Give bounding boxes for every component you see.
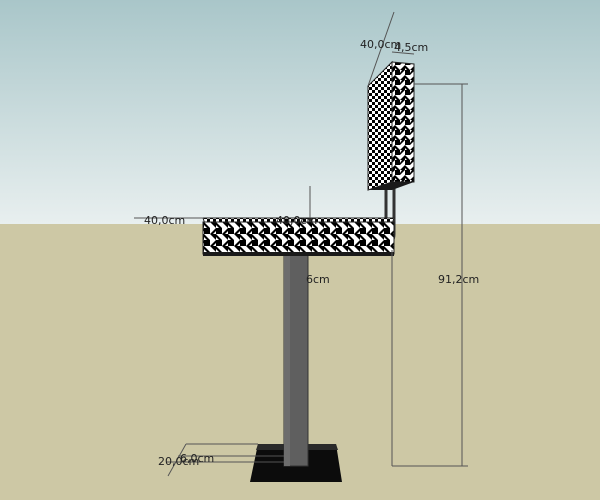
seat-depth-label: 40,0cm (144, 214, 185, 227)
chair-pole (283, 251, 309, 467)
pole-dimension-label: 6cm (306, 273, 330, 286)
total-height-label: 91,2cm (438, 273, 479, 286)
seat-width-label: 40,0cm (276, 214, 317, 227)
sky (0, 0, 600, 224)
base-depth-label: 20,0cm (158, 455, 199, 468)
dimension-lines (134, 11, 468, 477)
pole-width-label: 6,0cm (180, 452, 214, 465)
backrest-cushion (367, 60, 415, 191)
seat-cushion (202, 217, 395, 256)
backrest-width-label: 40,0cm (360, 38, 401, 51)
backrest-thickness-label: 4,5cm (394, 41, 428, 54)
